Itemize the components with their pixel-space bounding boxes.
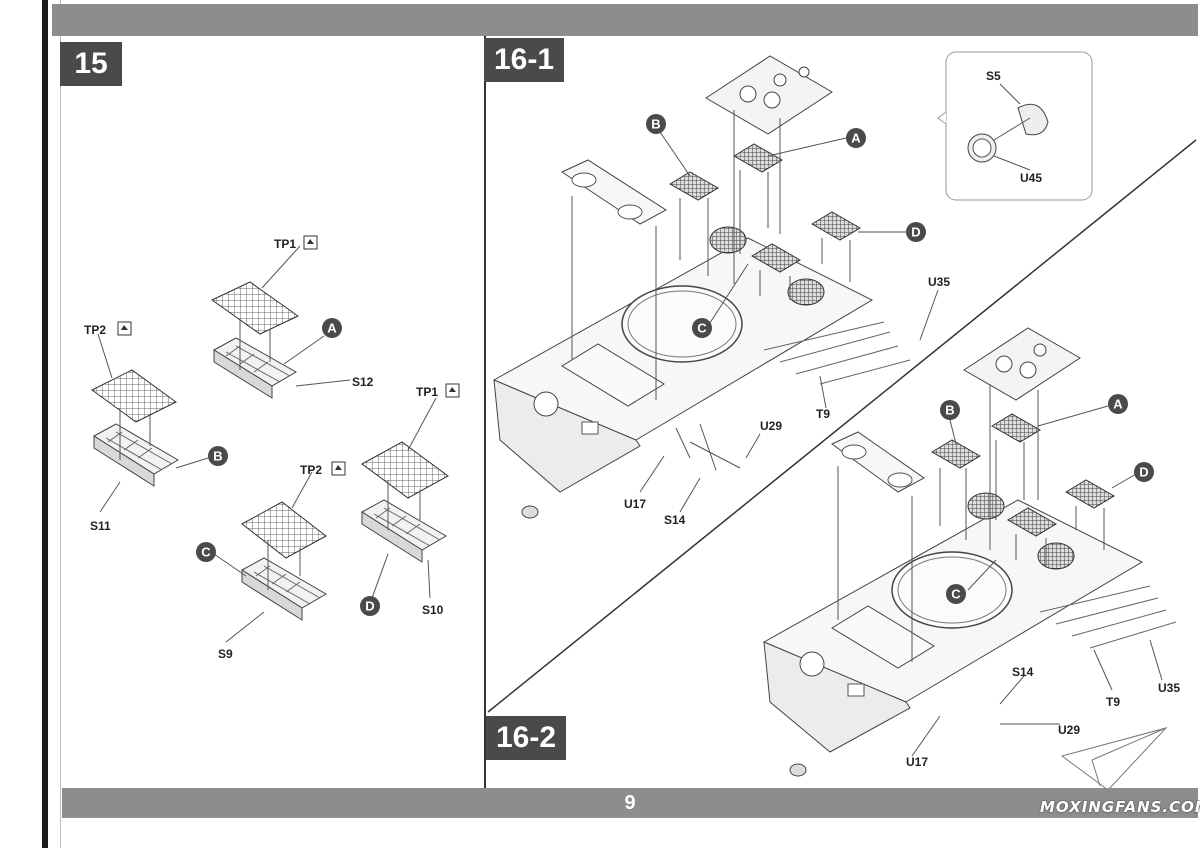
paper-plane-logo-icon [1058, 725, 1171, 793]
watermark-text: MOXINGFANS.COM [1040, 798, 1200, 816]
part-label-t9-16-1: T9 [816, 407, 830, 421]
part-label-tp2-mid: TP2 [300, 463, 322, 477]
step16-1-callout-b-label: B [651, 117, 660, 132]
part-label-s5: S5 [986, 69, 1001, 83]
step-badge-15: 15 [60, 42, 122, 86]
step16-1-callout-a [846, 128, 866, 148]
step16-1-callout-a-label: A [851, 131, 861, 146]
part-label-s14-16-1: S14 [664, 513, 686, 527]
part-label-t9-16-2: T9 [1106, 695, 1120, 709]
part-label-s11: S11 [90, 519, 111, 533]
part-label-tp1-top: TP1 [274, 237, 296, 251]
part-label-s12: S12 [352, 375, 374, 389]
photo-etch-part-icon [117, 235, 460, 476]
step15-callout-a-label: A [327, 321, 337, 336]
part-label-u29-16-2: U29 [1058, 723, 1080, 737]
leaders-16-1 [639, 83, 1031, 513]
hull-16-2 [762, 492, 1177, 777]
step-divider-line [487, 139, 1197, 713]
step15-callout-b-label: B [213, 449, 222, 464]
step15-tray-s9 [241, 557, 327, 621]
step15-callout-d-label: D [365, 599, 374, 614]
part-label-u17-16-2: U17 [906, 755, 928, 769]
screens-16-1 [669, 143, 861, 273]
step16-1-callout-c-label: C [697, 321, 707, 336]
step15-panel [62, 36, 486, 788]
step15-screen-tp2-mid [241, 501, 327, 559]
step16-2-callout-d [1134, 462, 1154, 482]
step15-callout-d [360, 596, 380, 616]
part-label-s14-16-2: S14 [1012, 665, 1034, 679]
part-label-s9: S9 [218, 647, 233, 661]
binding-strip [42, 0, 48, 848]
step-badge-16-1: 16-1 [484, 38, 564, 82]
leaders-16-2 [911, 405, 1163, 757]
page-edge-line [60, 0, 61, 848]
step15-tray-s11 [93, 423, 179, 487]
step16-2-callout-a-label: A [1113, 397, 1123, 412]
step16-2-callout-c-label: C [951, 587, 961, 602]
part-label-u35-16-1: U35 [928, 275, 950, 289]
step16-1-callout-d [906, 222, 926, 242]
rear-plate-16-2 [831, 431, 925, 493]
step15-screen-tp1-top [211, 281, 299, 335]
detail-inset-s5-u45 [937, 51, 1093, 201]
part-label-u35-16-2: U35 [1158, 681, 1180, 695]
page-number: 9 [624, 792, 636, 814]
step-badge-16-2: 16-2 [486, 716, 566, 760]
step16-2-callout-c [946, 584, 966, 604]
footer-bar: 9 [62, 788, 1198, 818]
step15-tray-s10 [361, 499, 447, 563]
step16-2-callout-b-label: B [945, 403, 954, 418]
step15-screen-tp1-right [361, 441, 449, 499]
guide-lines-16-2 [837, 384, 1105, 662]
step16-1-callout-b [646, 114, 666, 134]
part-label-s10: S10 [422, 603, 444, 617]
step16-2-callout-b [940, 400, 960, 420]
step16-1-callout-c [692, 318, 712, 338]
step15-callout-b [208, 446, 228, 466]
step15-screen-tp2-left [91, 369, 177, 423]
rear-plate-16-1 [560, 159, 667, 225]
step16-2-callout-d-label: D [1139, 465, 1148, 480]
step15-callout-a [322, 318, 342, 338]
part-label-u29-16-1: U29 [760, 419, 782, 433]
engine-deck-16-1 [705, 55, 833, 135]
step16-1-callout-d-label: D [911, 225, 920, 240]
step15-tray-s12 [213, 337, 298, 399]
screens-16-2 [931, 413, 1115, 537]
part-label-tp2-left: TP2 [84, 323, 106, 337]
step15-callout-c [196, 542, 216, 562]
step15-callout-c-label: C [201, 545, 211, 560]
guide-lines-16-1 [571, 110, 851, 471]
part-label-u17-16-1: U17 [624, 497, 646, 511]
engine-deck-16-2 [963, 327, 1081, 401]
part-label-u45: U45 [1020, 171, 1042, 185]
step16-2-callout-a [1108, 394, 1128, 414]
part-label-tp1-right: TP1 [416, 385, 438, 399]
header-bar [52, 4, 1198, 36]
hull-16-1 [492, 226, 911, 519]
